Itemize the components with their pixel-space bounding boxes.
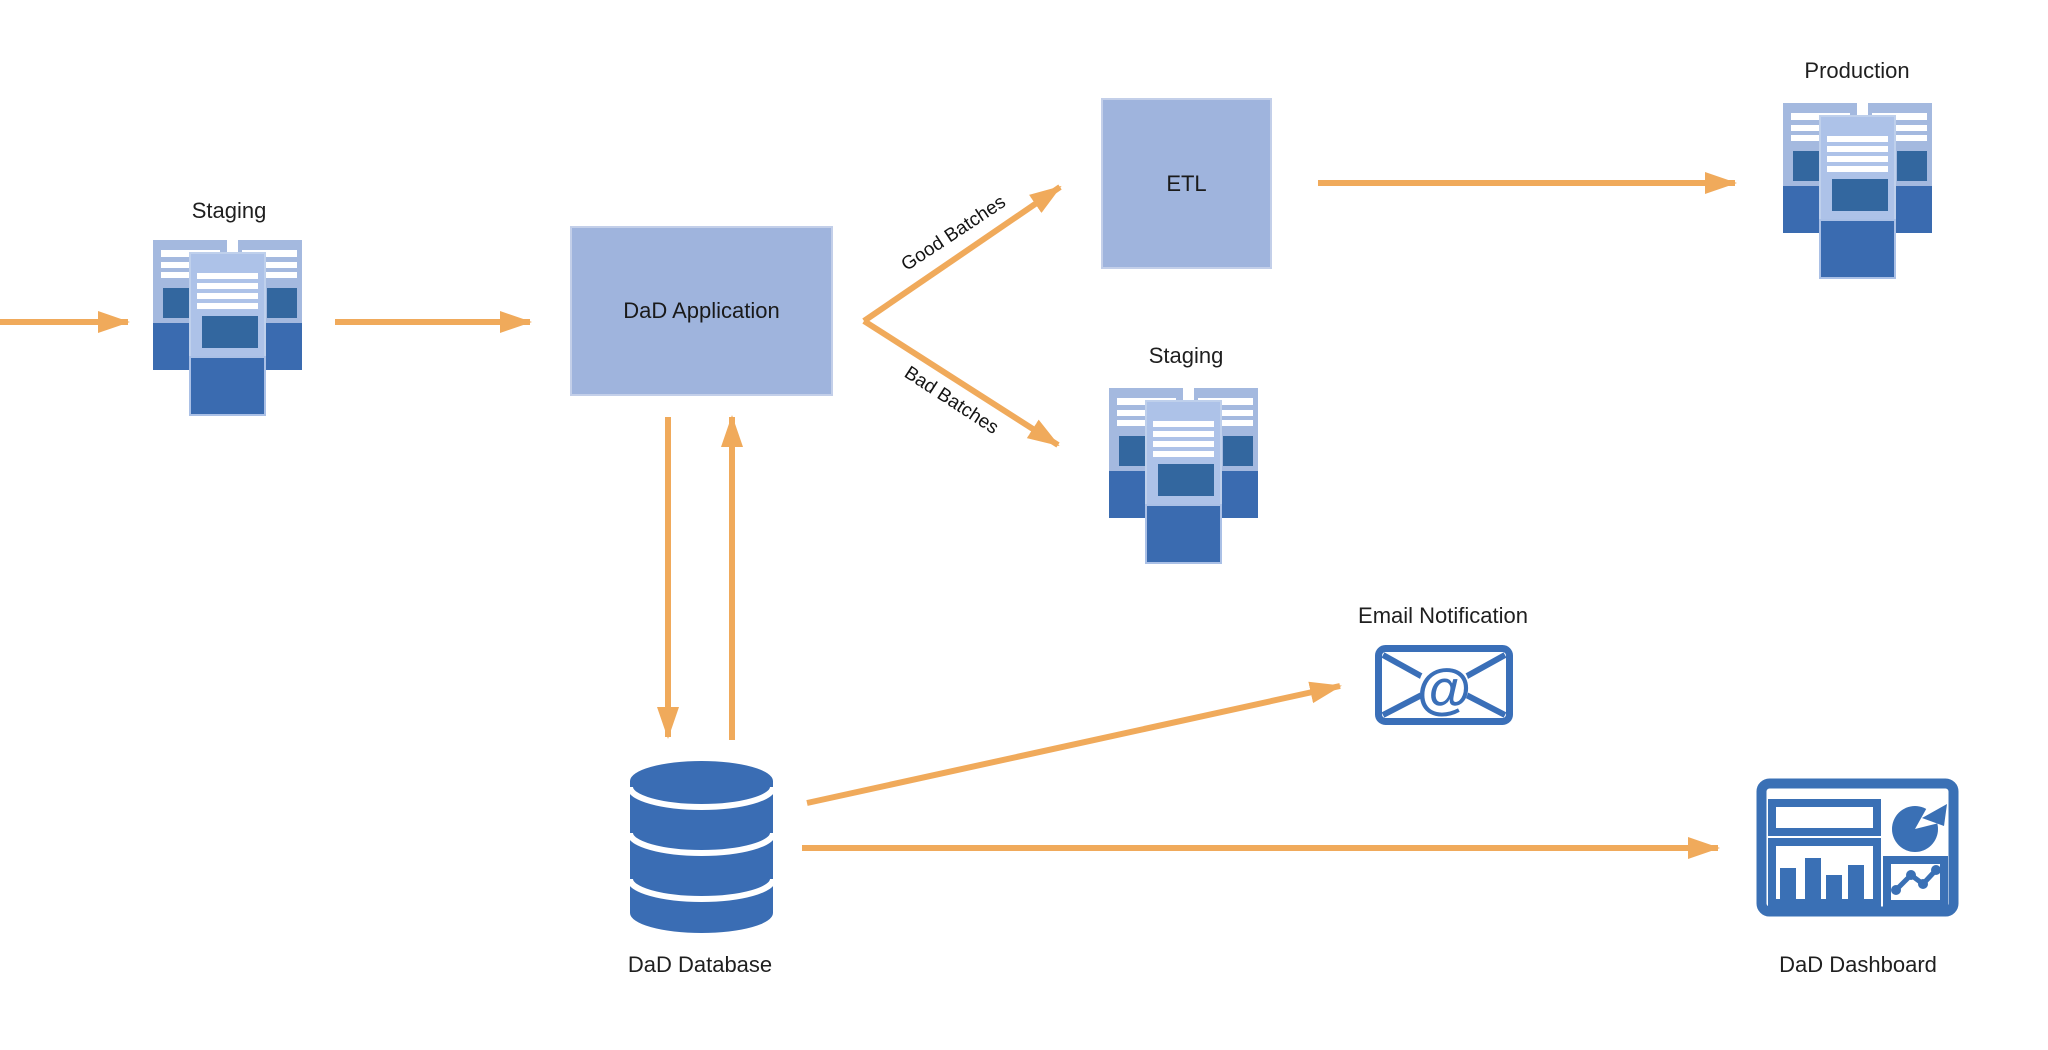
dashboard-chart-icon: [1756, 778, 1959, 917]
arrow-good-batches: [862, 184, 1062, 324]
dad-application-box: DaD Application: [570, 226, 833, 396]
envelope-at-icon: @: [1375, 645, 1513, 725]
etl-box-label: ETL: [1166, 170, 1207, 196]
email-notification-label: Email Notification: [1358, 603, 1528, 628]
staging-source-label: Staging: [191, 198, 267, 223]
dad-database-label: DaD Database: [627, 952, 773, 977]
production-label: Production: [1804, 58, 1910, 83]
arrow-database-to-email: [806, 681, 1342, 806]
database-cylinder-icon: [628, 761, 775, 933]
etl-box: ETL: [1101, 98, 1272, 269]
production-tables-icon: [1783, 103, 1932, 280]
arrow-bad-batches: [862, 318, 1060, 448]
staging-source-tables-icon: [153, 240, 302, 417]
dad-dashboard-label: DaD Dashboard: [1779, 952, 1937, 977]
dad-application-box-label: DaD Application: [623, 298, 780, 323]
svg-text:@: @: [1417, 657, 1472, 720]
staging-rejected-label: Staging: [1148, 343, 1224, 368]
staging-rejected-tables-icon: [1109, 388, 1258, 565]
